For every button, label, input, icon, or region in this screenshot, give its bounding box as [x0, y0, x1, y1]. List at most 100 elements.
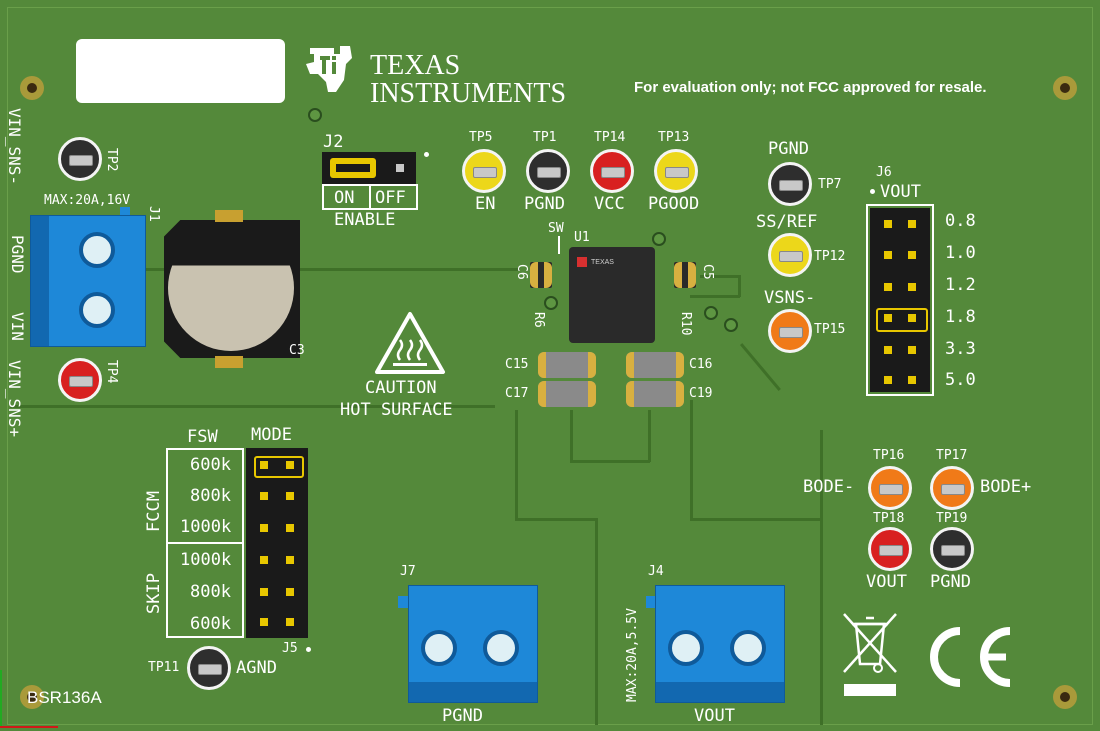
tp4-test-point[interactable] [58, 358, 102, 402]
max-output-label: MAX:20A,5.5V [625, 608, 640, 702]
pin1-dot [870, 189, 875, 194]
tp2-test-point[interactable] [58, 137, 102, 181]
j6-vout-label: VOUT [880, 182, 921, 202]
tp19-label: TP19 [936, 511, 968, 526]
tp5-en-test-point[interactable] [462, 149, 506, 193]
enable-label: ENABLE [334, 210, 396, 230]
trace [595, 518, 598, 725]
j6-option-4: 3.3 [945, 339, 976, 359]
tp18-label: TP18 [873, 511, 905, 526]
c16-capacitor [626, 352, 684, 378]
c3-pad [215, 210, 243, 222]
j5-label: J5 [282, 641, 298, 656]
tp4-label: TP4 [104, 360, 119, 384]
mounting-hole [1053, 685, 1077, 709]
j1-label: J1 [146, 206, 161, 222]
tp7-pgnd-test-point[interactable] [768, 162, 812, 206]
brand-line1: TEXAS [370, 50, 461, 81]
tp19-pgnd-test-point[interactable] [930, 527, 974, 571]
u1-label: U1 [574, 230, 590, 245]
trace [690, 518, 820, 521]
tp12-label: TP12 [814, 249, 846, 264]
tp7-name: PGND [768, 139, 809, 159]
j6-label: J6 [876, 165, 892, 180]
tp11-label: TP11 [148, 660, 180, 675]
divider [166, 542, 244, 544]
j5-option-2: 1000k [180, 517, 232, 537]
via [308, 108, 322, 122]
j7-label: J7 [400, 564, 416, 579]
j7-pgnd-terminal[interactable] [408, 585, 538, 703]
tp19-name: PGND [930, 572, 971, 592]
trace [738, 275, 741, 297]
j6-option-1: 1.0 [945, 243, 976, 263]
board-id-label: BSR136A [27, 688, 102, 707]
weee-bin-icon [843, 613, 897, 696]
c16-label: C16 [689, 357, 713, 372]
tp11-name: AGND [236, 658, 277, 678]
pgnd-side-label: PGND [8, 235, 27, 274]
trace [820, 430, 823, 725]
c19-label: C19 [689, 386, 713, 401]
on-label: ON [334, 188, 355, 208]
tp1-name: PGND [524, 194, 565, 214]
c17-capacitor [538, 381, 596, 407]
c3-label: C3 [289, 343, 305, 358]
tp12-name: SS/REF [756, 212, 818, 232]
fccm-label: FCCM [144, 491, 164, 532]
hot-surface-warning-icon [375, 312, 445, 374]
tp5-label: TP5 [469, 130, 493, 145]
tp14-vcc-test-point[interactable] [590, 149, 634, 193]
tp15-vsns-test-point[interactable] [768, 309, 812, 353]
j6-vout-header[interactable] [870, 208, 930, 392]
mode-label: MODE [251, 425, 292, 445]
tp15-name: VSNS- [764, 288, 816, 308]
tp12-ssref-test-point[interactable] [768, 233, 812, 277]
j6-option-3: 1.8 [945, 307, 976, 327]
c17-label: C17 [505, 386, 529, 401]
tp17-label: TP17 [936, 448, 968, 463]
pin1-dot [424, 152, 429, 157]
r10-label: R10 [678, 312, 693, 336]
tp13-pgood-test-point[interactable] [654, 149, 698, 193]
caution-line1: CAUTION [365, 378, 437, 398]
trace [145, 268, 520, 271]
pgnd-output-label: PGND [442, 706, 483, 726]
tp11-agnd-test-point[interactable] [187, 646, 231, 690]
tp16-bode-minus-test-point[interactable] [868, 466, 912, 510]
via [724, 318, 738, 332]
tp2-label: TP2 [104, 148, 119, 172]
j5-option-3: 1000k [180, 550, 232, 570]
brand-line2: INSTRUMENTS [370, 78, 567, 109]
tp18-vout-test-point[interactable] [868, 527, 912, 571]
label-area [76, 39, 285, 103]
tp16-label: TP16 [873, 448, 905, 463]
caution-line2: HOT SURFACE [340, 400, 453, 420]
j5-mode-header[interactable] [246, 448, 308, 638]
c6-capacitor [530, 262, 552, 288]
j4-vout-terminal[interactable] [655, 585, 785, 703]
u1-chip: TEXAS [569, 247, 655, 343]
tp1-pgnd-test-point[interactable] [526, 149, 570, 193]
vin-sns-plus-label: VIN_SNS+ [5, 360, 24, 438]
j5-option-1: 800k [190, 486, 231, 506]
c15-label: C15 [505, 357, 529, 372]
skip-label: SKIP [144, 573, 164, 614]
r6-label: R6 [531, 312, 546, 328]
vout-output-label: VOUT [694, 706, 735, 726]
sw-label: SW [548, 221, 564, 236]
trace [690, 400, 693, 520]
tp18-name: VOUT [866, 572, 907, 592]
j2-header[interactable] [322, 152, 416, 184]
j4-label: J4 [648, 564, 664, 579]
trace [700, 275, 740, 278]
j1-input-terminal[interactable] [30, 215, 146, 347]
tp17-bode-plus-test-point[interactable] [930, 466, 974, 510]
origin-axis-x [0, 726, 58, 728]
sw-arrow [558, 236, 560, 254]
c19-capacitor [626, 381, 684, 407]
tp14-label: TP14 [594, 130, 626, 145]
terminal-tab [646, 596, 656, 608]
tp5-name: EN [475, 194, 496, 214]
mounting-hole [20, 76, 44, 100]
